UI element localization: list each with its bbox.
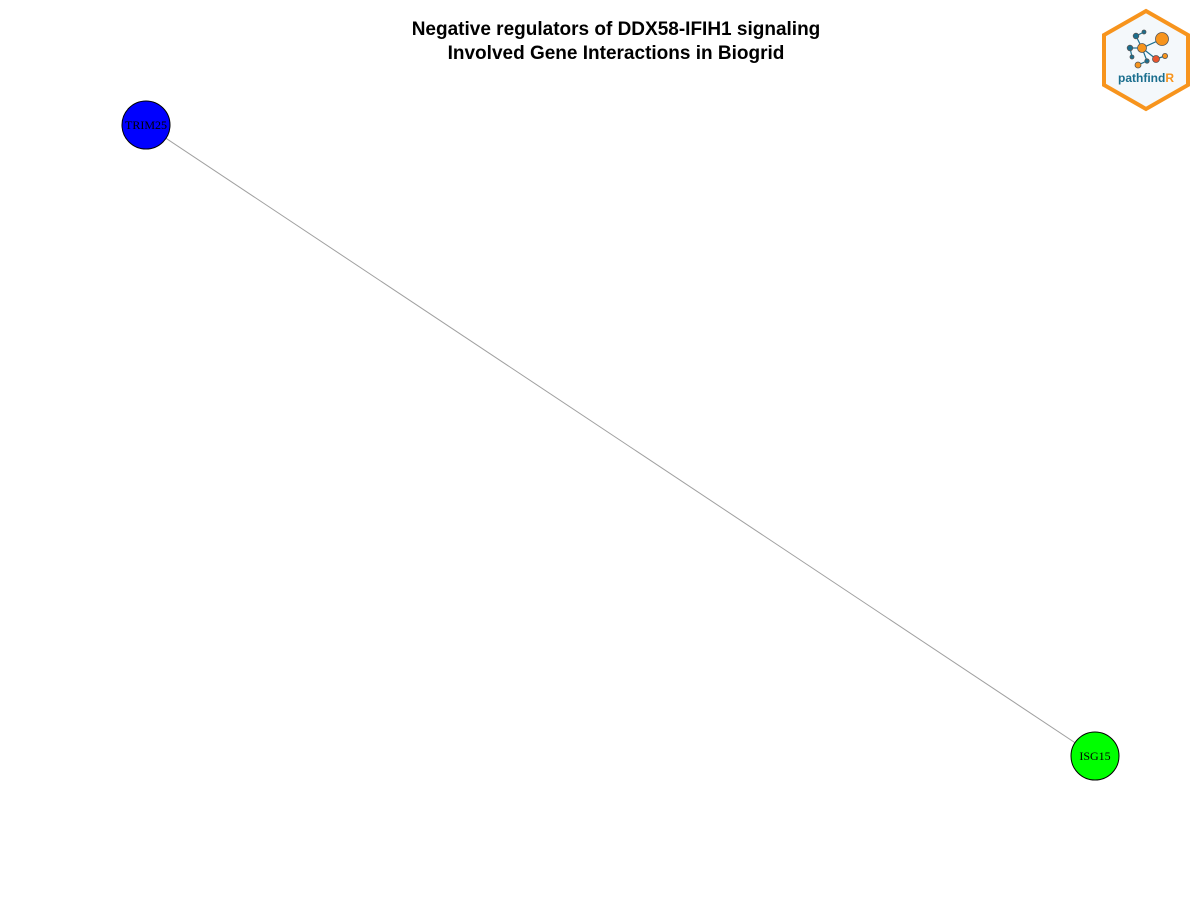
node-isg15[interactable]: ISG15: [1070, 731, 1120, 781]
node-trim25-circle: [121, 100, 171, 150]
logo-text-main: pathfind: [1118, 71, 1165, 85]
logo-wordmark: pathfindR: [1118, 71, 1174, 85]
node-isg15-label: ISG15: [1079, 749, 1110, 763]
node-trim25[interactable]: TRIM25: [121, 100, 171, 150]
title-line-1: Negative regulators of DDX58-IFIH1 signa…: [411, 19, 821, 40]
title-line-2: Involved Gene Interactions in Biogrid: [447, 43, 785, 64]
node-isg15-circle: [1070, 731, 1120, 781]
pathfindr-logo: pathfindR: [1102, 8, 1190, 112]
edge-trim25-isg15: [145, 124, 1096, 757]
logo-nodes: [1126, 29, 1169, 69]
logo-text-accent: R: [1165, 71, 1174, 85]
diagram-title: Negative regulators of DDX58-IFIH1 signa…: [0, 18, 1200, 66]
node-trim25-label: TRIM25: [125, 118, 167, 132]
